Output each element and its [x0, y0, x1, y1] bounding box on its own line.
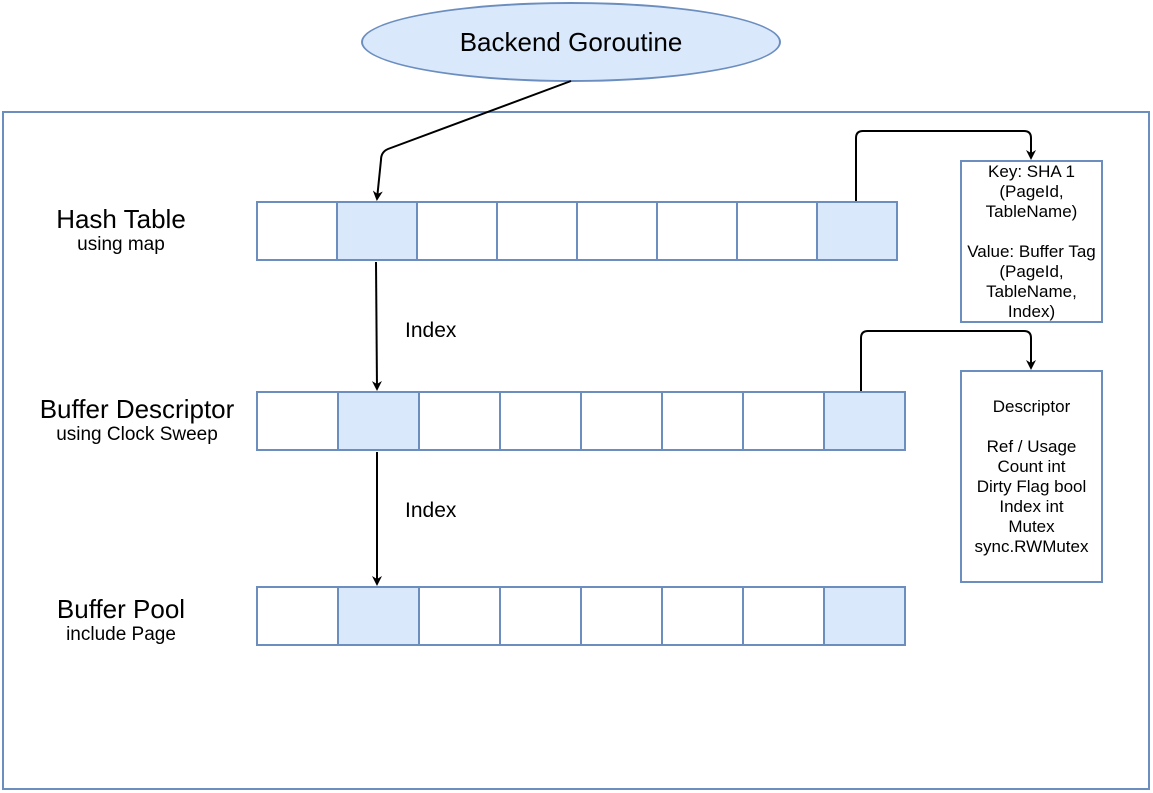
- buffer-descriptor-label: Buffer Descriptor using Clock Sweep: [17, 394, 257, 446]
- cell: [742, 391, 825, 451]
- highlighted-cell: [823, 586, 906, 646]
- note-line: sync.RWMutex: [974, 536, 1089, 556]
- note-line: Index int: [999, 496, 1064, 516]
- note-line: TableName,: [986, 281, 1077, 301]
- goroutine-to-hash-arrow: [372, 80, 572, 201]
- cell: [656, 201, 738, 261]
- note-line: Index): [1007, 301, 1056, 321]
- buffer-pool-row: [256, 586, 906, 646]
- note-line: Mutex: [1008, 516, 1055, 536]
- highlighted-cell: [816, 201, 898, 261]
- buffer-manager-frame: [2, 111, 1150, 790]
- highlighted-cell: [337, 391, 420, 451]
- note-line: (PageId,: [999, 181, 1064, 201]
- cell: [496, 201, 578, 261]
- highlighted-cell: [337, 586, 420, 646]
- buffer-pool-title: Buffer Pool: [56, 594, 186, 624]
- descriptor-to-note-arrow: [860, 330, 1036, 391]
- cell: [256, 391, 339, 451]
- note-line: Count int: [997, 456, 1066, 476]
- index-edge-label-1: Index: [405, 319, 457, 342]
- note-line: Descriptor: [992, 396, 1071, 416]
- note-line: Value: Buffer Tag: [967, 241, 1096, 261]
- note-line: (PageId,: [999, 261, 1064, 281]
- backend-goroutine-label: Backend Goroutine: [459, 26, 683, 57]
- note-line: TableName): [985, 201, 1078, 221]
- buffer-descriptor-row: [256, 391, 906, 451]
- cell: [661, 391, 744, 451]
- note-line: Key: SHA 1: [988, 161, 1075, 181]
- hash-table-row: [256, 201, 898, 261]
- buffer-pool-label: Buffer Pool include Page: [21, 594, 221, 646]
- cell: [580, 391, 663, 451]
- highlighted-cell: [823, 391, 906, 451]
- buffer-descriptor-subtitle: using Clock Sweep: [56, 424, 218, 445]
- buffer-descriptor-title: Buffer Descriptor: [39, 394, 235, 424]
- hash-to-descriptor-arrow: [371, 261, 382, 391]
- hash-table-subtitle: using map: [77, 234, 165, 255]
- hash-to-key-note-arrow: [855, 130, 1036, 201]
- cell: [418, 391, 501, 451]
- buffer-pool-subtitle: include Page: [66, 624, 176, 645]
- hash-table-label: Hash Table using map: [21, 204, 221, 256]
- cell: [742, 586, 825, 646]
- hash-table-title: Hash Table: [56, 204, 186, 234]
- key-value-note: Key: SHA 1(PageId,TableName)Value: Buffe…: [960, 160, 1103, 323]
- cell: [499, 391, 582, 451]
- cell: [580, 586, 663, 646]
- index-edge-label-2: Index: [405, 499, 457, 522]
- note-line: Dirty Flag bool: [976, 476, 1087, 496]
- note-line: Ref / Usage: [986, 436, 1077, 456]
- cell: [576, 201, 658, 261]
